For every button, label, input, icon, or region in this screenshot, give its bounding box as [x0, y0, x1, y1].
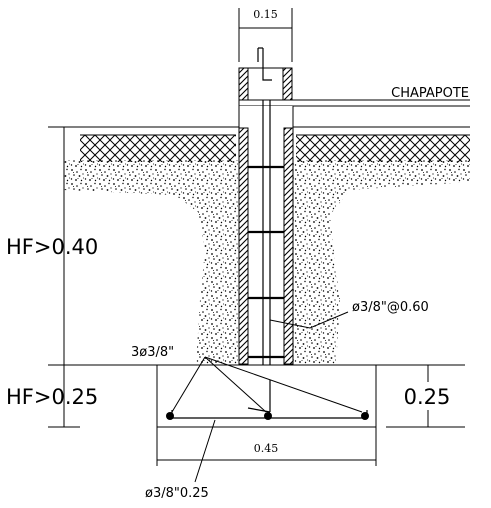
leader-lines — [171, 311, 363, 483]
footing-width-label: 0.45 — [254, 442, 279, 455]
lower-wall — [238, 100, 294, 380]
rebar-dot-right — [361, 412, 369, 420]
chapapote-label: CHAPAPOTE — [391, 86, 469, 101]
stirrup-spec-label: ø3/8"@0.60 — [352, 300, 429, 315]
footing-height-label: 0.25 — [404, 385, 451, 409]
footing-width-dimension: 0.45 — [156, 427, 377, 466]
upper-wall — [238, 47, 293, 101]
footing-height-dimension: 0.25 — [386, 364, 465, 428]
rebar-dot-left — [166, 412, 174, 420]
top-width-label: 0.15 — [253, 8, 278, 21]
upper-height-dimension: HF>0.40 — [6, 126, 98, 365]
hf-lower-label: HF>0.25 — [6, 385, 98, 409]
bottom-bar-spec-label: ø3/8"0.25 — [145, 486, 209, 501]
soil-surface — [64, 126, 470, 162]
chapapote-layer: CHAPAPOTE — [238, 86, 470, 107]
bars-spec-label: 3ø3/8" — [131, 345, 174, 360]
top-width-dimension: 0.15 — [238, 8, 293, 62]
lower-height-dimension: HF>0.25 — [6, 365, 98, 428]
hf-upper-label: HF>0.40 — [6, 235, 98, 259]
footing — [156, 364, 377, 428]
rebar-dot-center — [264, 412, 272, 420]
